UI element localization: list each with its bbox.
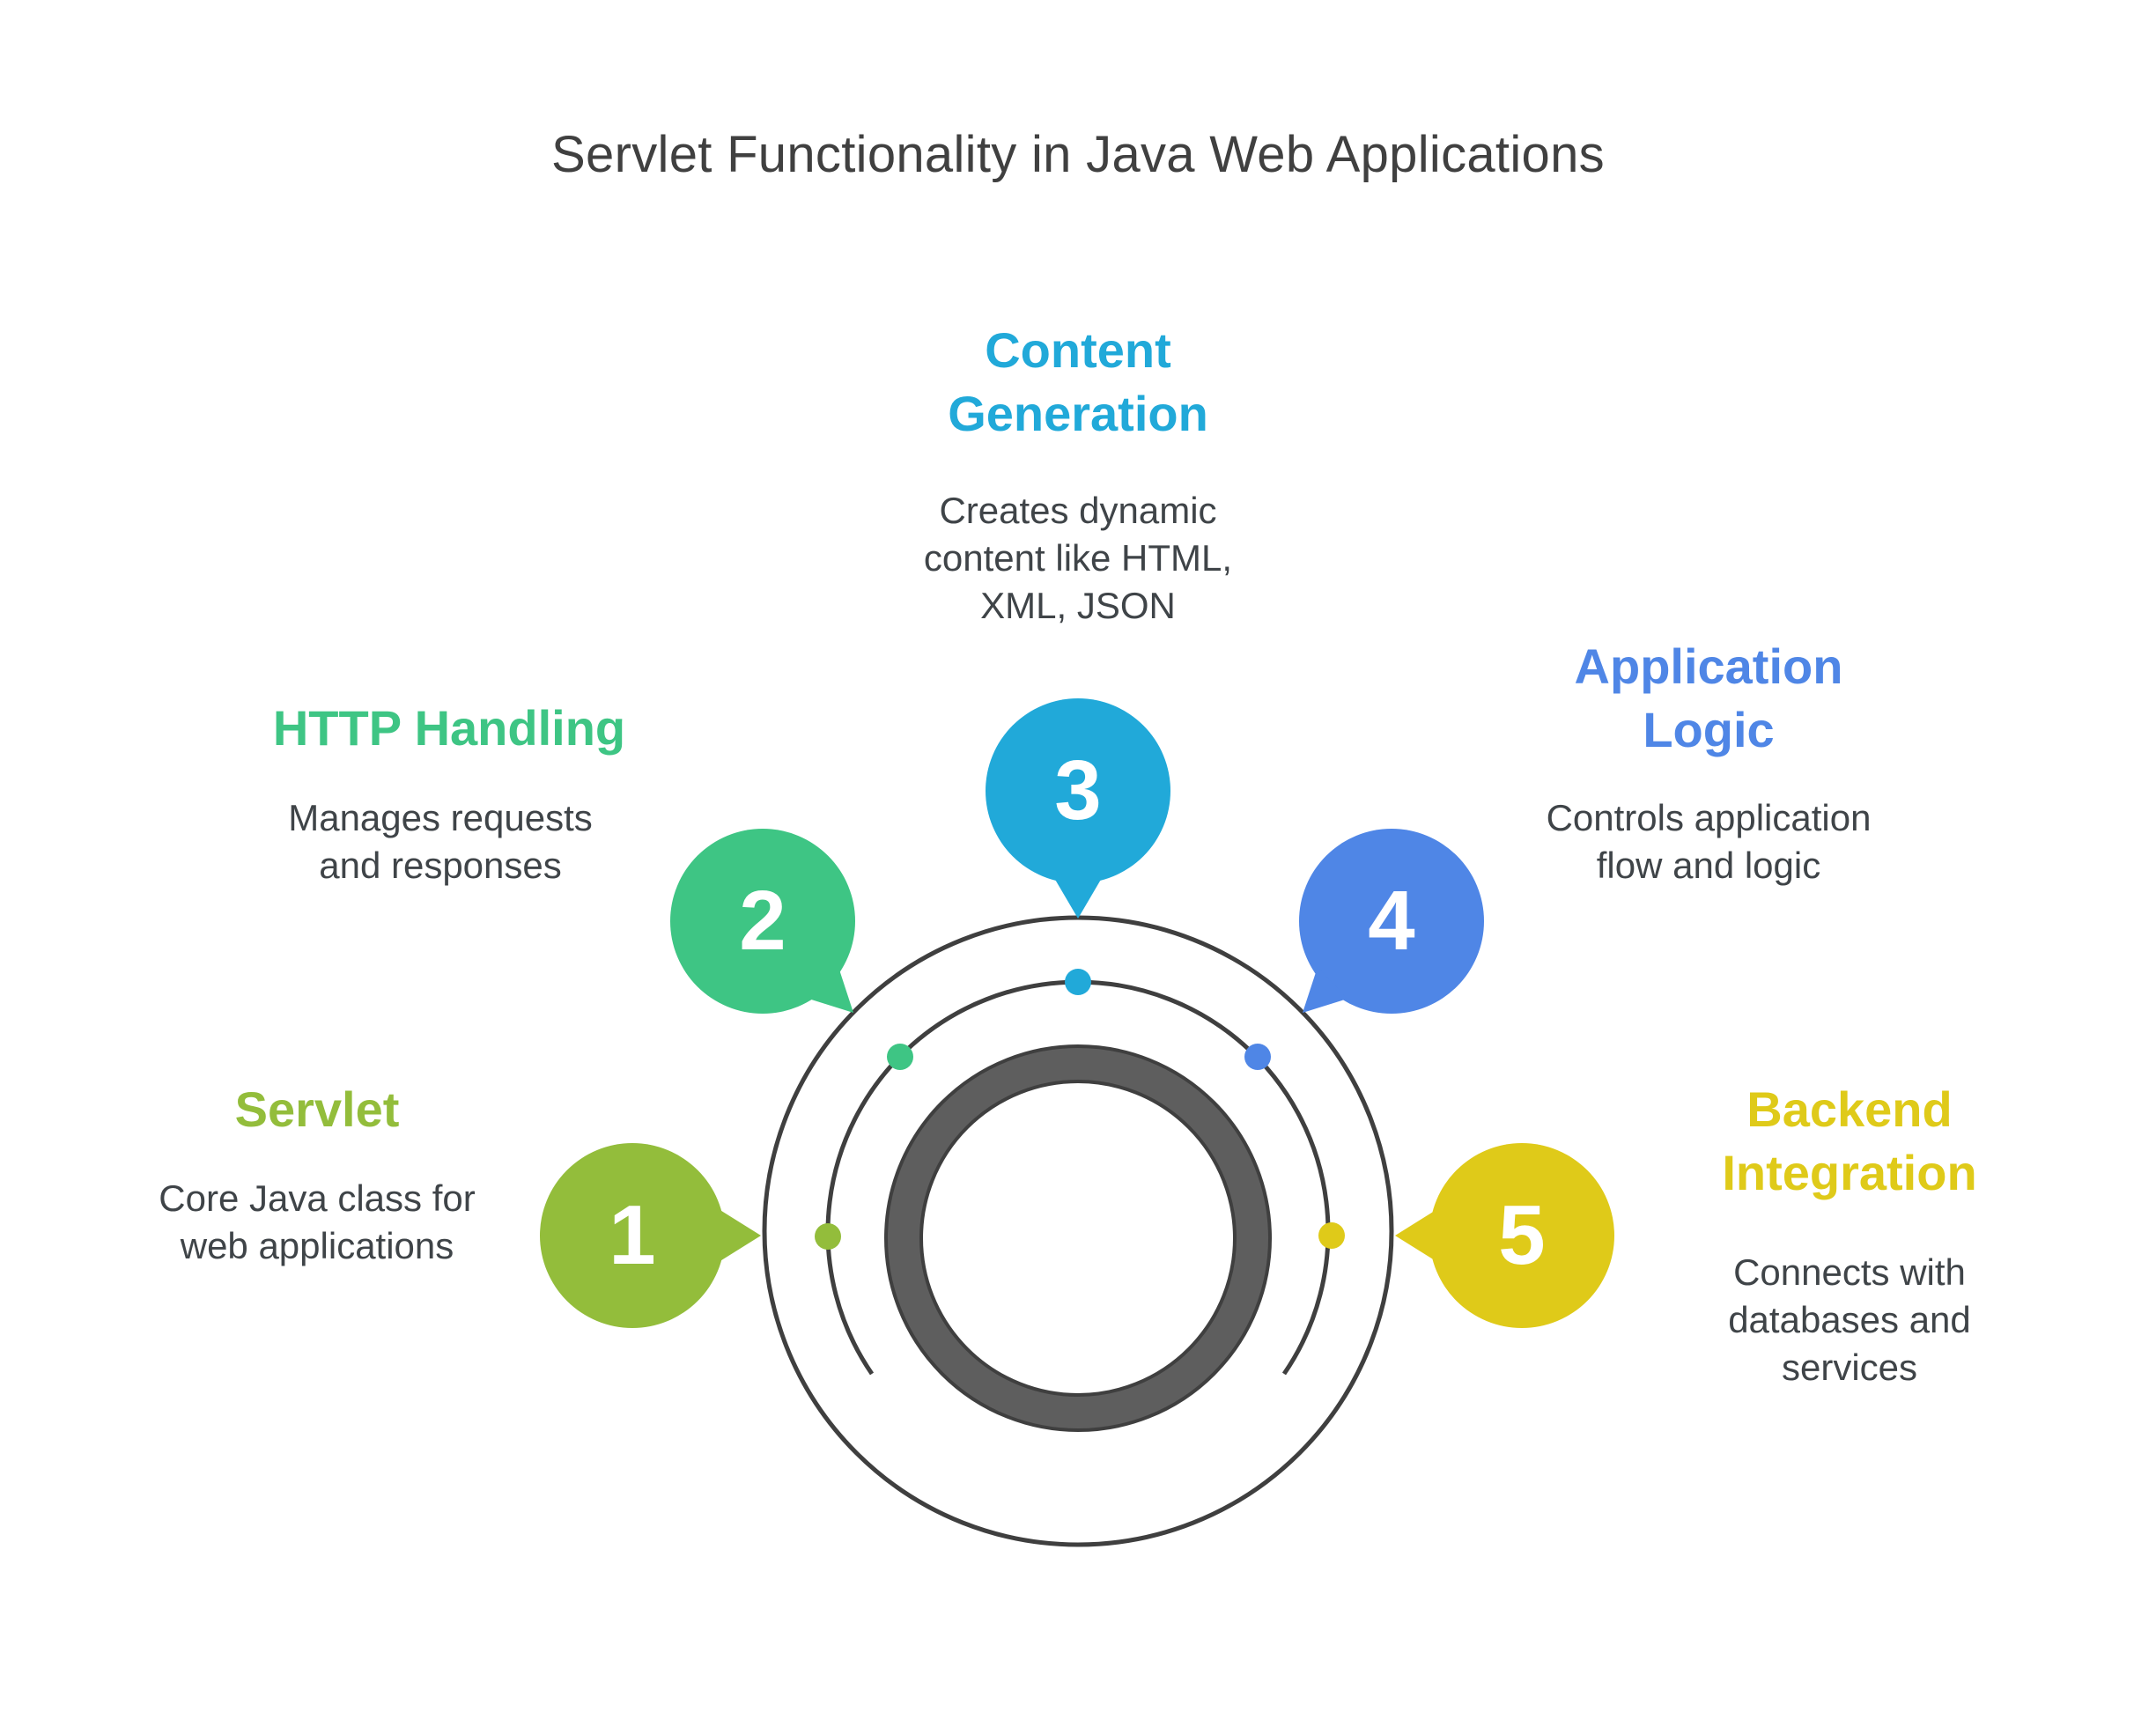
desc-line: Controls application bbox=[1546, 797, 1872, 838]
desc-line: XML, JSON bbox=[980, 585, 1176, 626]
step-label-line: HTTP Handling bbox=[272, 700, 626, 756]
step-number-4: 4 bbox=[1368, 874, 1415, 968]
marker-dot-4 bbox=[1244, 1044, 1271, 1070]
desc-line: Creates dynamic bbox=[939, 490, 1217, 531]
desc-line: Connects with bbox=[1733, 1251, 1966, 1293]
step-label-line: Servlet bbox=[234, 1081, 400, 1137]
diagram-title: Servlet Functionality in Java Web Applic… bbox=[551, 126, 1605, 183]
step-desc-servlet: Core Java class for web applications bbox=[114, 1175, 520, 1270]
bubble-1 bbox=[540, 1143, 761, 1328]
desc-line: Core Java class for bbox=[159, 1177, 476, 1219]
step-number-5: 5 bbox=[1498, 1188, 1546, 1282]
marker-dot-1 bbox=[815, 1223, 841, 1250]
marker-dot-3 bbox=[1065, 969, 1091, 995]
step-label-application-logic: Application Logic bbox=[1488, 635, 1929, 762]
step-label-line: Integration bbox=[1722, 1145, 1977, 1200]
step-desc-backend-integration: Connects with databases and services bbox=[1647, 1249, 2052, 1391]
desc-line: Manages requests bbox=[288, 797, 593, 838]
core-ring-fill bbox=[888, 1048, 1268, 1428]
step-desc-http-handling: Manages requests and responses bbox=[229, 794, 652, 889]
step-label-http-handling: HTTP Handling bbox=[229, 697, 669, 760]
bubble-2 bbox=[670, 829, 855, 1014]
step-label-servlet: Servlet bbox=[141, 1078, 493, 1141]
step-number-2: 2 bbox=[739, 874, 786, 968]
bubble-5 bbox=[1395, 1143, 1614, 1328]
step-label-content-generation: Content Generation bbox=[858, 319, 1298, 446]
desc-line: flow and logic bbox=[1596, 845, 1821, 886]
bubble-3 bbox=[986, 698, 1170, 919]
step-number-3: 3 bbox=[1054, 743, 1102, 838]
bubble-4 bbox=[1299, 829, 1484, 1014]
desc-line: content like HTML, bbox=[923, 537, 1233, 579]
desc-line: and responses bbox=[319, 845, 562, 886]
desc-line: services bbox=[1781, 1347, 1918, 1388]
step-label-line: Content bbox=[985, 322, 1171, 378]
step-label-backend-integration: Backend Integration bbox=[1629, 1078, 2070, 1205]
step-desc-content-generation: Creates dynamic content like HTML, XML, … bbox=[875, 487, 1281, 630]
step-desc-application-logic: Controls application flow and logic bbox=[1488, 794, 1929, 889]
step-label-line: Generation bbox=[948, 386, 1208, 441]
step-label-line: Backend bbox=[1746, 1081, 1953, 1137]
marker-dot-5 bbox=[1318, 1222, 1345, 1249]
step-number-1: 1 bbox=[609, 1188, 656, 1282]
marker-dot-2 bbox=[887, 1044, 913, 1070]
step-label-line: Application bbox=[1574, 638, 1843, 694]
desc-line: databases and bbox=[1728, 1299, 1971, 1340]
outer-ring bbox=[762, 915, 1394, 1547]
step-label-line: Logic bbox=[1643, 702, 1775, 757]
desc-line: web applications bbox=[180, 1225, 454, 1266]
